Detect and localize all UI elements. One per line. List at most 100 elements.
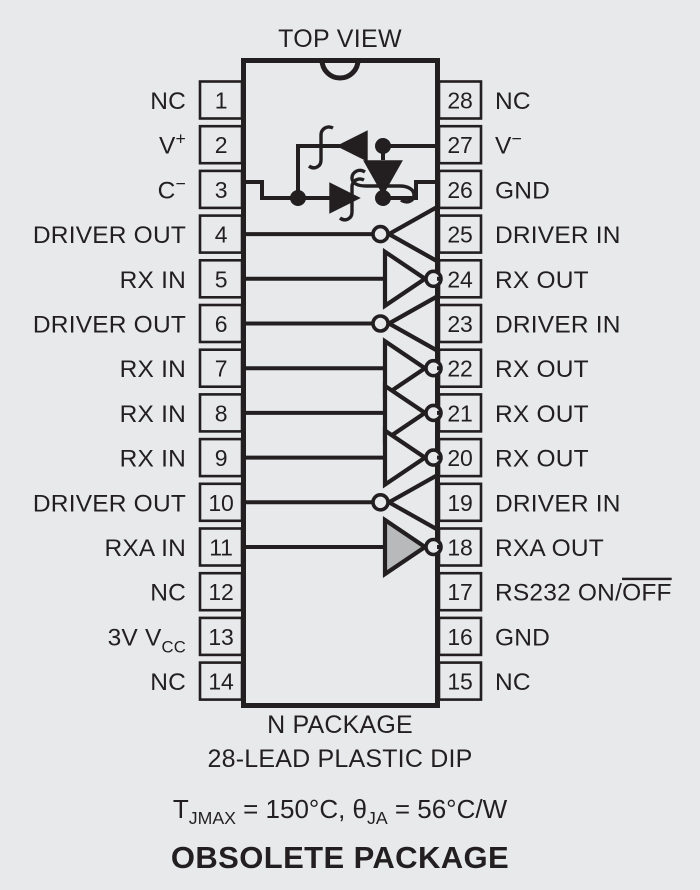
pin-box-17[interactable] <box>437 571 483 612</box>
pin-4[interactable]: 4 DRIVER OUT <box>33 214 244 254</box>
pin-5[interactable]: 5 RX IN <box>120 258 244 299</box>
pin-number-25: 25 <box>447 222 472 248</box>
pin-box-5[interactable] <box>198 258 244 299</box>
pin-box-15[interactable] <box>437 661 483 701</box>
obsolete-package-notice: OBSOLETE PACKAGE <box>171 840 509 875</box>
pin-number-2: 2 <box>215 132 228 158</box>
pin-number-7: 7 <box>215 356 228 382</box>
pin-9[interactable]: 9 RX IN <box>120 437 244 478</box>
pin-number-16: 16 <box>447 624 472 650</box>
pin-label-11: RXA IN <box>104 535 186 562</box>
pin-label-4: DRIVER OUT <box>33 222 186 249</box>
zener-diode-top-icon <box>307 125 368 170</box>
zener-diode-bottom-icon <box>329 177 365 222</box>
pin-box-27[interactable] <box>437 124 483 165</box>
pin-label-15: NC <box>495 669 531 696</box>
pin-label-12: NC <box>150 580 186 607</box>
junction-dot <box>290 190 306 206</box>
pin-box-10[interactable] <box>198 482 244 523</box>
pin-box-26[interactable] <box>437 169 483 210</box>
top-view-title: TOP VIEW <box>278 25 402 53</box>
pin-number-19: 19 <box>447 490 472 516</box>
pin-label-2: V+ <box>159 129 186 160</box>
pin-2[interactable]: 2 V+ <box>159 124 244 165</box>
pin-number-20: 20 <box>447 445 472 471</box>
pin-label-9: RX IN <box>120 446 186 473</box>
junction-dot <box>375 138 391 154</box>
pin-label-3: C− <box>158 173 186 204</box>
pin-box-6[interactable] <box>198 303 244 344</box>
package-body <box>241 58 440 708</box>
pin-box-16[interactable] <box>437 616 483 657</box>
pin-label-17: RS232 ON/OFF <box>495 580 672 607</box>
pin-number-17: 17 <box>447 579 472 605</box>
pin-label-20: RX OUT <box>495 446 589 473</box>
pin-box-11[interactable] <box>198 527 244 567</box>
pin-box-22[interactable] <box>437 348 483 389</box>
pin-box-21[interactable] <box>437 393 483 433</box>
pin-number-22: 22 <box>447 356 472 382</box>
pin-number-27: 27 <box>447 132 472 158</box>
pin-number-5: 5 <box>215 266 228 292</box>
pin-label-13: 3V VCC <box>108 624 186 656</box>
pin-label-6: DRIVER OUT <box>33 312 186 339</box>
pin-box-1[interactable] <box>198 80 244 120</box>
pin-3[interactable]: 3C− <box>158 169 244 210</box>
pin-box-13[interactable] <box>198 616 244 657</box>
thermal-spec: TJMAX = 150°C, θJA = 56°C/W <box>173 794 508 828</box>
pin-box-8[interactable] <box>198 393 244 433</box>
pin-17[interactable]: 17 RS232 ON/OFF <box>437 571 672 612</box>
pin-box-3[interactable] <box>198 169 244 210</box>
pin-label-7: RX IN <box>120 356 186 383</box>
pin-number-9: 9 <box>215 445 228 471</box>
driver-gate-icon <box>243 471 440 533</box>
pin-26[interactable]: 26 GND <box>437 169 550 210</box>
pin-box-24[interactable] <box>437 258 483 299</box>
pin-8[interactable]: 8RX IN <box>120 393 244 433</box>
pin-number-28: 28 <box>447 88 472 114</box>
pin-box-23[interactable] <box>437 303 483 344</box>
pin-number-8: 8 <box>215 400 228 426</box>
pin-label-1: NC <box>150 88 186 115</box>
pin-1[interactable]: 1NC <box>150 80 244 120</box>
pin-box-14[interactable] <box>198 661 244 701</box>
pin-box-2[interactable] <box>198 124 244 165</box>
pin-number-26: 26 <box>447 177 472 203</box>
charge-pump-circuit <box>243 125 437 222</box>
pin-number-23: 23 <box>447 311 472 337</box>
pin-20[interactable]: 20 RX OUT <box>437 437 589 478</box>
package-notch-icon <box>319 59 361 81</box>
junction-dot <box>375 190 391 206</box>
pin-box-28[interactable] <box>437 80 483 120</box>
pin-label-26: GND <box>495 177 550 204</box>
pin-box-19[interactable] <box>437 482 483 523</box>
pin-number-4: 4 <box>215 222 228 248</box>
pin-number-21: 21 <box>447 400 472 426</box>
pin-box-4[interactable] <box>198 214 244 254</box>
pin-label-5: RX IN <box>120 267 186 294</box>
pin-7[interactable]: 7 RX IN <box>120 348 244 389</box>
pin-box-9[interactable] <box>198 437 244 478</box>
pin-box-12[interactable] <box>198 571 244 612</box>
pin-box-7[interactable] <box>198 348 244 389</box>
